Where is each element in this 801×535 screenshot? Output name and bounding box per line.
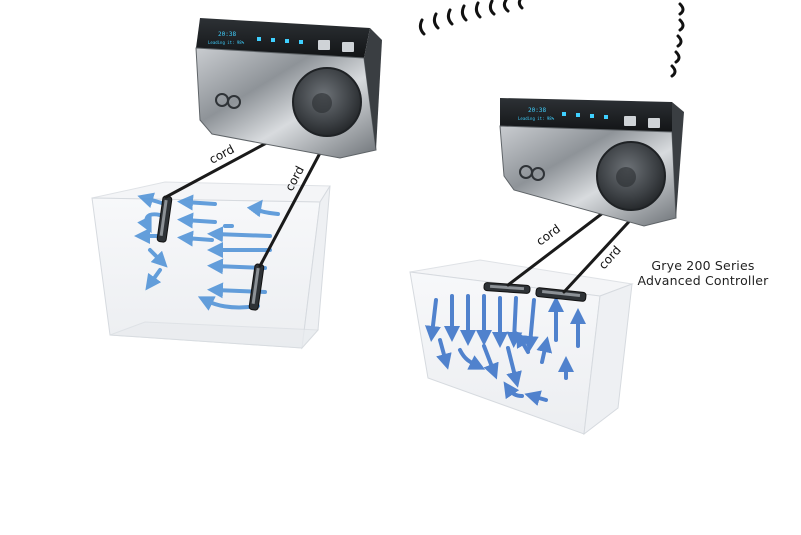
right-pump-1 bbox=[483, 282, 531, 294]
right-flow-arrows bbox=[424, 294, 586, 406]
caption-line-1: Grye 200 Series bbox=[651, 258, 755, 273]
left-display-time: 20:38 bbox=[218, 31, 236, 38]
left-setup: cord cord 20:38 Leading it: 98% bbox=[91, 18, 382, 350]
right-cords bbox=[506, 204, 638, 294]
right-power-icon bbox=[624, 116, 636, 126]
left-display-buttons bbox=[257, 37, 303, 44]
right-controller-logo-icon bbox=[519, 165, 545, 181]
left-tank bbox=[91, 181, 331, 350]
controller-caption: Grye 200 Series Advanced Controller bbox=[618, 258, 788, 288]
left-flow-arrows bbox=[134, 192, 280, 311]
right-mode-icon bbox=[648, 118, 660, 128]
left-cords bbox=[164, 138, 322, 268]
left-pump-2 bbox=[248, 263, 265, 311]
right-controller: 20:38 Leading it: 98% bbox=[499, 98, 684, 227]
right-pump-2 bbox=[535, 287, 587, 302]
left-mode-icon bbox=[342, 42, 354, 52]
left-controller: 20:38 Leading it: 98% bbox=[195, 18, 382, 159]
caption-line-2: Advanced Controller bbox=[637, 273, 769, 288]
cord-label-3: cord bbox=[534, 222, 563, 249]
right-display-time: 20:38 bbox=[528, 107, 546, 114]
right-tank bbox=[409, 259, 634, 436]
left-display-status: Leading it: 98% bbox=[208, 40, 245, 45]
right-display-status: Leading it: 98% bbox=[518, 116, 555, 121]
wireless-signal-icon bbox=[418, 0, 685, 78]
left-controller-logo-icon bbox=[215, 93, 241, 109]
left-power-icon bbox=[318, 40, 330, 50]
right-display-buttons bbox=[562, 112, 608, 119]
right-setup: cord cord 20:38 Leading it: 98% bbox=[409, 98, 684, 436]
